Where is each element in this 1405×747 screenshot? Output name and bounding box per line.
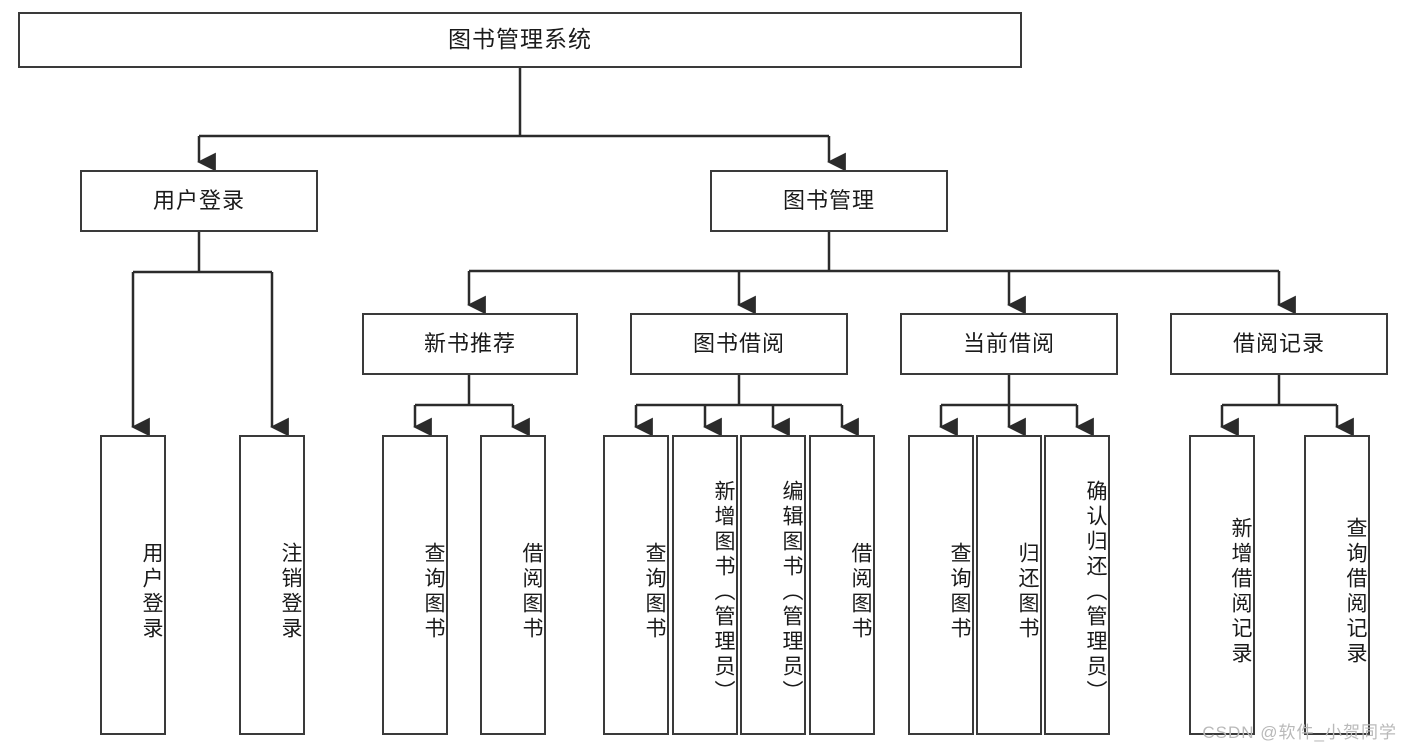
node-label: 借阅图书 xyxy=(520,542,543,642)
node-label: 查询借阅记录 xyxy=(1344,517,1367,667)
node-book-management[interactable]: 图书管理 xyxy=(710,170,948,232)
node-label: 查询图书 xyxy=(422,542,445,642)
leaf-query-borrow-record[interactable]: 查询借阅记录 xyxy=(1304,435,1370,735)
node-label: 图书借阅 xyxy=(692,330,785,356)
node-label: 查询图书 xyxy=(643,542,666,642)
node-label: 新书推荐 xyxy=(423,330,516,356)
leaf-confirm-return-admin[interactable]: 确认归还（管理员） xyxy=(1044,435,1110,735)
node-label: 借阅图书 xyxy=(849,542,872,642)
node-label: 归还图书 xyxy=(1016,542,1039,642)
node-label: 用户登录 xyxy=(152,187,245,213)
node-root-book-management-system[interactable]: 图书管理系统 xyxy=(18,12,1022,68)
leaf-logout-login[interactable]: 注销登录 xyxy=(239,435,305,735)
node-label: 新增图书（管理员） xyxy=(712,479,735,705)
leaf-borrow-book[interactable]: 借阅图书 xyxy=(809,435,875,735)
leaf-edit-book-admin[interactable]: 编辑图书（管理员） xyxy=(740,435,806,735)
node-label: 注销登录 xyxy=(279,542,302,642)
node-label: 用户登录 xyxy=(140,542,163,642)
leaf-query-book-current[interactable]: 查询图书 xyxy=(908,435,974,735)
leaf-add-borrow-record[interactable]: 新增借阅记录 xyxy=(1189,435,1255,735)
node-book-borrow[interactable]: 图书借阅 xyxy=(630,313,848,375)
leaf-query-book-recommend[interactable]: 查询图书 xyxy=(382,435,448,735)
leaf-query-book-borrow[interactable]: 查询图书 xyxy=(603,435,669,735)
leaf-borrow-book-recommend[interactable]: 借阅图书 xyxy=(480,435,546,735)
node-current-borrow[interactable]: 当前借阅 xyxy=(900,313,1118,375)
leaf-return-book[interactable]: 归还图书 xyxy=(976,435,1042,735)
node-new-book-recommend[interactable]: 新书推荐 xyxy=(362,313,578,375)
node-label: 图书管理 xyxy=(782,187,875,213)
node-label: 确认归还（管理员） xyxy=(1084,479,1107,705)
leaf-user-login[interactable]: 用户登录 xyxy=(100,435,166,735)
node-label: 图书管理系统 xyxy=(448,26,592,53)
node-user-login[interactable]: 用户登录 xyxy=(80,170,318,232)
node-label: 编辑图书（管理员） xyxy=(780,479,803,705)
node-label: 新增借阅记录 xyxy=(1229,517,1252,667)
node-label: 查询图书 xyxy=(948,542,971,642)
node-borrow-record[interactable]: 借阅记录 xyxy=(1170,313,1388,375)
leaf-add-book-admin[interactable]: 新增图书（管理员） xyxy=(672,435,738,735)
csdn-watermark: CSDN @软件_小贺同学 xyxy=(1202,723,1397,742)
node-label: 当前借阅 xyxy=(962,330,1055,356)
node-label: 借阅记录 xyxy=(1232,330,1325,356)
